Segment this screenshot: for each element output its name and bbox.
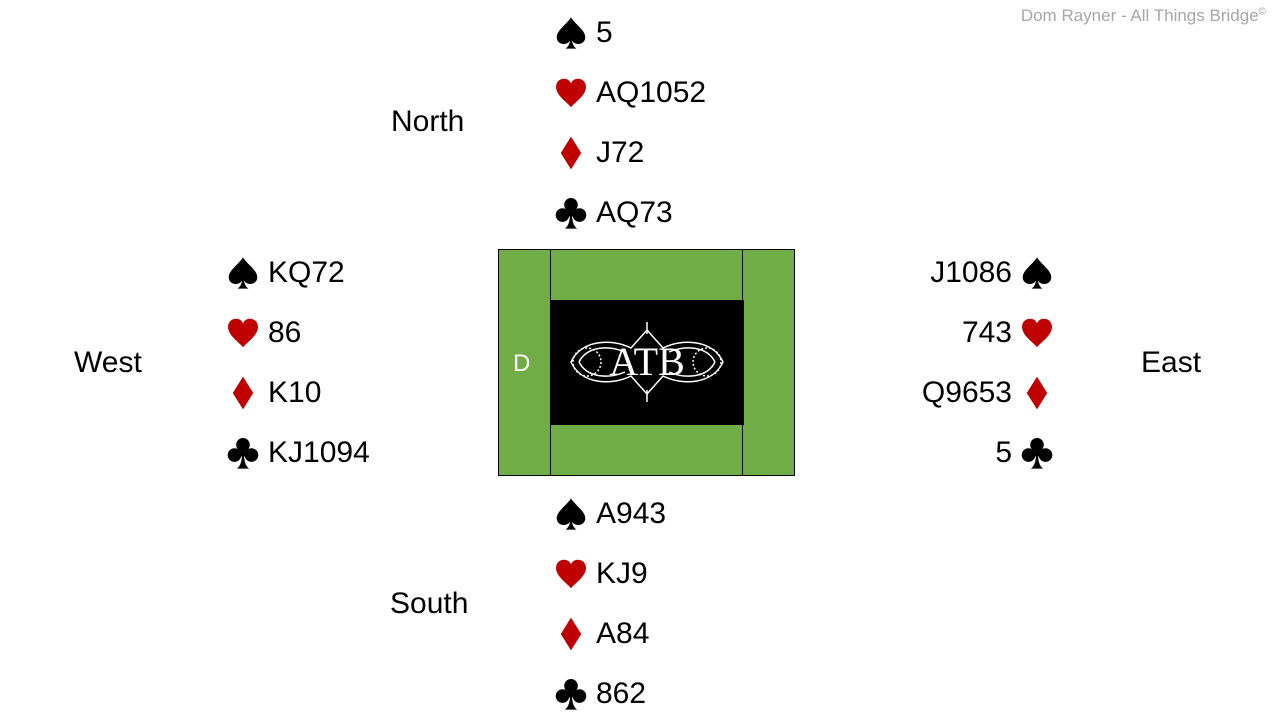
east-diamonds-row: Q9653 bbox=[922, 373, 1054, 413]
south-spades-cards: A943 bbox=[596, 497, 667, 530]
north-clubs-row: AQ73 bbox=[554, 193, 673, 233]
south-clubs-cards: 862 bbox=[596, 677, 647, 710]
east-spades-cards: J1086 bbox=[930, 256, 1012, 289]
seat-east-label: East bbox=[1141, 346, 1202, 379]
north-clubs-cards: AQ73 bbox=[596, 196, 673, 229]
spade-icon bbox=[226, 256, 260, 290]
diamond-icon bbox=[226, 376, 260, 410]
north-diamonds-row: J72 bbox=[554, 133, 644, 173]
diamond-icon bbox=[554, 617, 588, 651]
south-clubs-row: 862 bbox=[554, 674, 646, 714]
north-spades-row: 5 bbox=[554, 13, 613, 53]
club-icon bbox=[554, 196, 588, 230]
east-hearts-row: 743 bbox=[962, 313, 1054, 353]
east-clubs-cards: 5 bbox=[995, 436, 1012, 469]
heart-icon bbox=[554, 76, 588, 110]
east-diamonds-cards: Q9653 bbox=[921, 376, 1012, 409]
south-hearts-row: KJ9 bbox=[554, 554, 648, 594]
logo-text: ATB bbox=[609, 339, 685, 384]
east-spades-row: J1086 bbox=[930, 253, 1054, 293]
north-hearts-cards: AQ1052 bbox=[596, 76, 707, 109]
spade-icon bbox=[554, 497, 588, 531]
south-spades-row: A943 bbox=[554, 494, 666, 534]
west-hearts-cards: 86 bbox=[268, 316, 302, 349]
copyright-mark: © bbox=[1258, 6, 1266, 18]
club-icon bbox=[226, 436, 260, 470]
east-clubs-row: 5 bbox=[995, 433, 1054, 473]
heart-icon bbox=[554, 557, 588, 591]
west-hearts-row: 86 bbox=[226, 313, 301, 353]
table-center-panel: ATB bbox=[551, 300, 744, 425]
dealer-marker: D bbox=[513, 350, 531, 377]
diamond-icon bbox=[1020, 376, 1054, 410]
south-hearts-cards: KJ9 bbox=[596, 557, 648, 590]
north-diamonds-cards: J72 bbox=[596, 136, 645, 169]
west-spades-cards: KQ72 bbox=[268, 256, 345, 289]
north-hearts-row: AQ1052 bbox=[554, 73, 706, 113]
south-diamonds-cards: A84 bbox=[596, 617, 650, 650]
north-spades-cards: 5 bbox=[596, 16, 613, 49]
copyright-credit: Dom Rayner - All Things Bridge© bbox=[1021, 6, 1266, 26]
table-divider-left bbox=[550, 250, 551, 475]
west-clubs-row: KJ1094 bbox=[226, 433, 370, 473]
club-icon bbox=[1020, 436, 1054, 470]
west-diamonds-row: K10 bbox=[226, 373, 321, 413]
west-clubs-cards: KJ1094 bbox=[268, 436, 370, 469]
club-icon bbox=[554, 677, 588, 711]
spade-icon bbox=[1020, 256, 1054, 290]
south-diamonds-row: A84 bbox=[554, 614, 649, 654]
seat-west-label: West bbox=[74, 346, 142, 379]
heart-icon bbox=[1020, 316, 1054, 350]
diamond-icon bbox=[554, 136, 588, 170]
seat-south-label: South bbox=[390, 587, 469, 620]
east-hearts-cards: 743 bbox=[961, 316, 1012, 349]
bridge-table: D ATB bbox=[498, 249, 795, 476]
seat-north-label: North bbox=[391, 105, 465, 138]
west-diamonds-cards: K10 bbox=[268, 376, 322, 409]
heart-icon bbox=[226, 316, 260, 350]
spade-icon bbox=[554, 16, 588, 50]
atb-logo-icon: ATB bbox=[570, 322, 724, 402]
west-spades-row: KQ72 bbox=[226, 253, 345, 293]
credit-text: Dom Rayner - All Things Bridge bbox=[1020, 6, 1259, 25]
